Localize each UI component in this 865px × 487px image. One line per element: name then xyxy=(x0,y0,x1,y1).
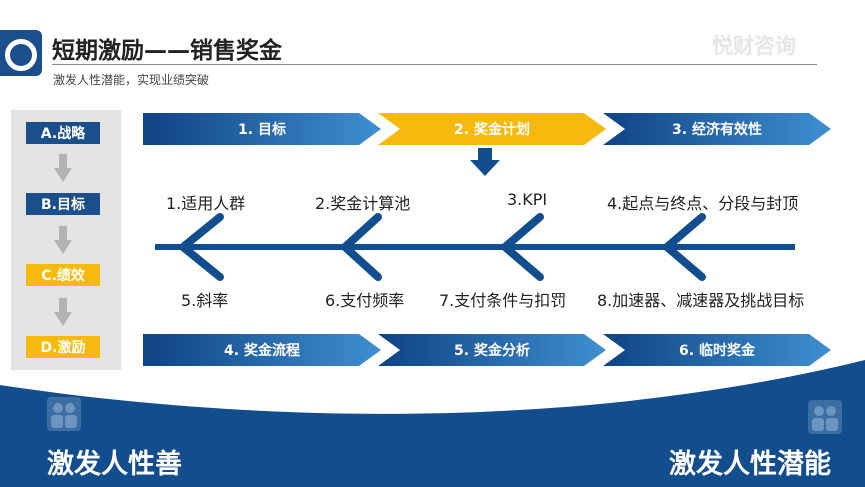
down-arrow-icon xyxy=(470,148,500,176)
arrow-bonus-plan: 2. 奖金计划 xyxy=(378,113,606,145)
fishbone-label-8: 8.加速器、减速器及挑战目标 xyxy=(597,291,805,310)
arrow-target: 1. 目标 xyxy=(143,113,381,145)
step-target: B.目标 xyxy=(26,193,100,215)
company-watermark: 悦财咨询 xyxy=(712,34,796,58)
step-strategy: A.战略 xyxy=(26,122,100,144)
fishbone-label-5: 5.斜率 xyxy=(181,291,229,310)
footer-left-slogan: 激发人性善 xyxy=(47,449,182,480)
down-arrow-icon xyxy=(54,154,72,182)
people-icon xyxy=(808,400,842,434)
page-title: 短期激励——销售奖金 xyxy=(52,38,282,64)
arrow-bonus-analysis: 5. 奖金分析 xyxy=(378,334,606,366)
people-icon xyxy=(47,397,81,431)
arrow-bonus-process: 4. 奖金流程 xyxy=(143,334,381,366)
down-arrow-icon xyxy=(54,298,72,326)
fishbone-label-3: 3.KPI xyxy=(507,190,548,209)
fishbone-label-2: 2.奖金计算池 xyxy=(315,194,411,213)
footer-wave xyxy=(0,360,865,487)
arrow-economic-validity: 3. 经济有效性 xyxy=(603,113,831,145)
step-incentive: D.激励 xyxy=(26,336,100,358)
fishbone-label-7: 7.支付条件与扣罚 xyxy=(439,291,567,310)
page-subtitle: 激发人性潜能，实现业绩突破 xyxy=(53,73,210,87)
step-performance: C.绩效 xyxy=(26,264,100,286)
fishbone-label-1: 1.适用人群 xyxy=(166,194,246,213)
fishbone-label-4: 4.起点与终点、分段与封顶 xyxy=(607,194,799,213)
footer-right-slogan: 激发人性潜能 xyxy=(669,449,831,480)
title-divider xyxy=(52,64,817,65)
fishbone-label-6: 6.支付频率 xyxy=(325,291,405,310)
fishbone-diagram xyxy=(155,213,795,281)
arrow-temporary-bonus: 6. 临时奖金 xyxy=(603,334,831,366)
down-arrow-icon xyxy=(54,226,72,254)
logo-ring-icon xyxy=(5,39,37,71)
